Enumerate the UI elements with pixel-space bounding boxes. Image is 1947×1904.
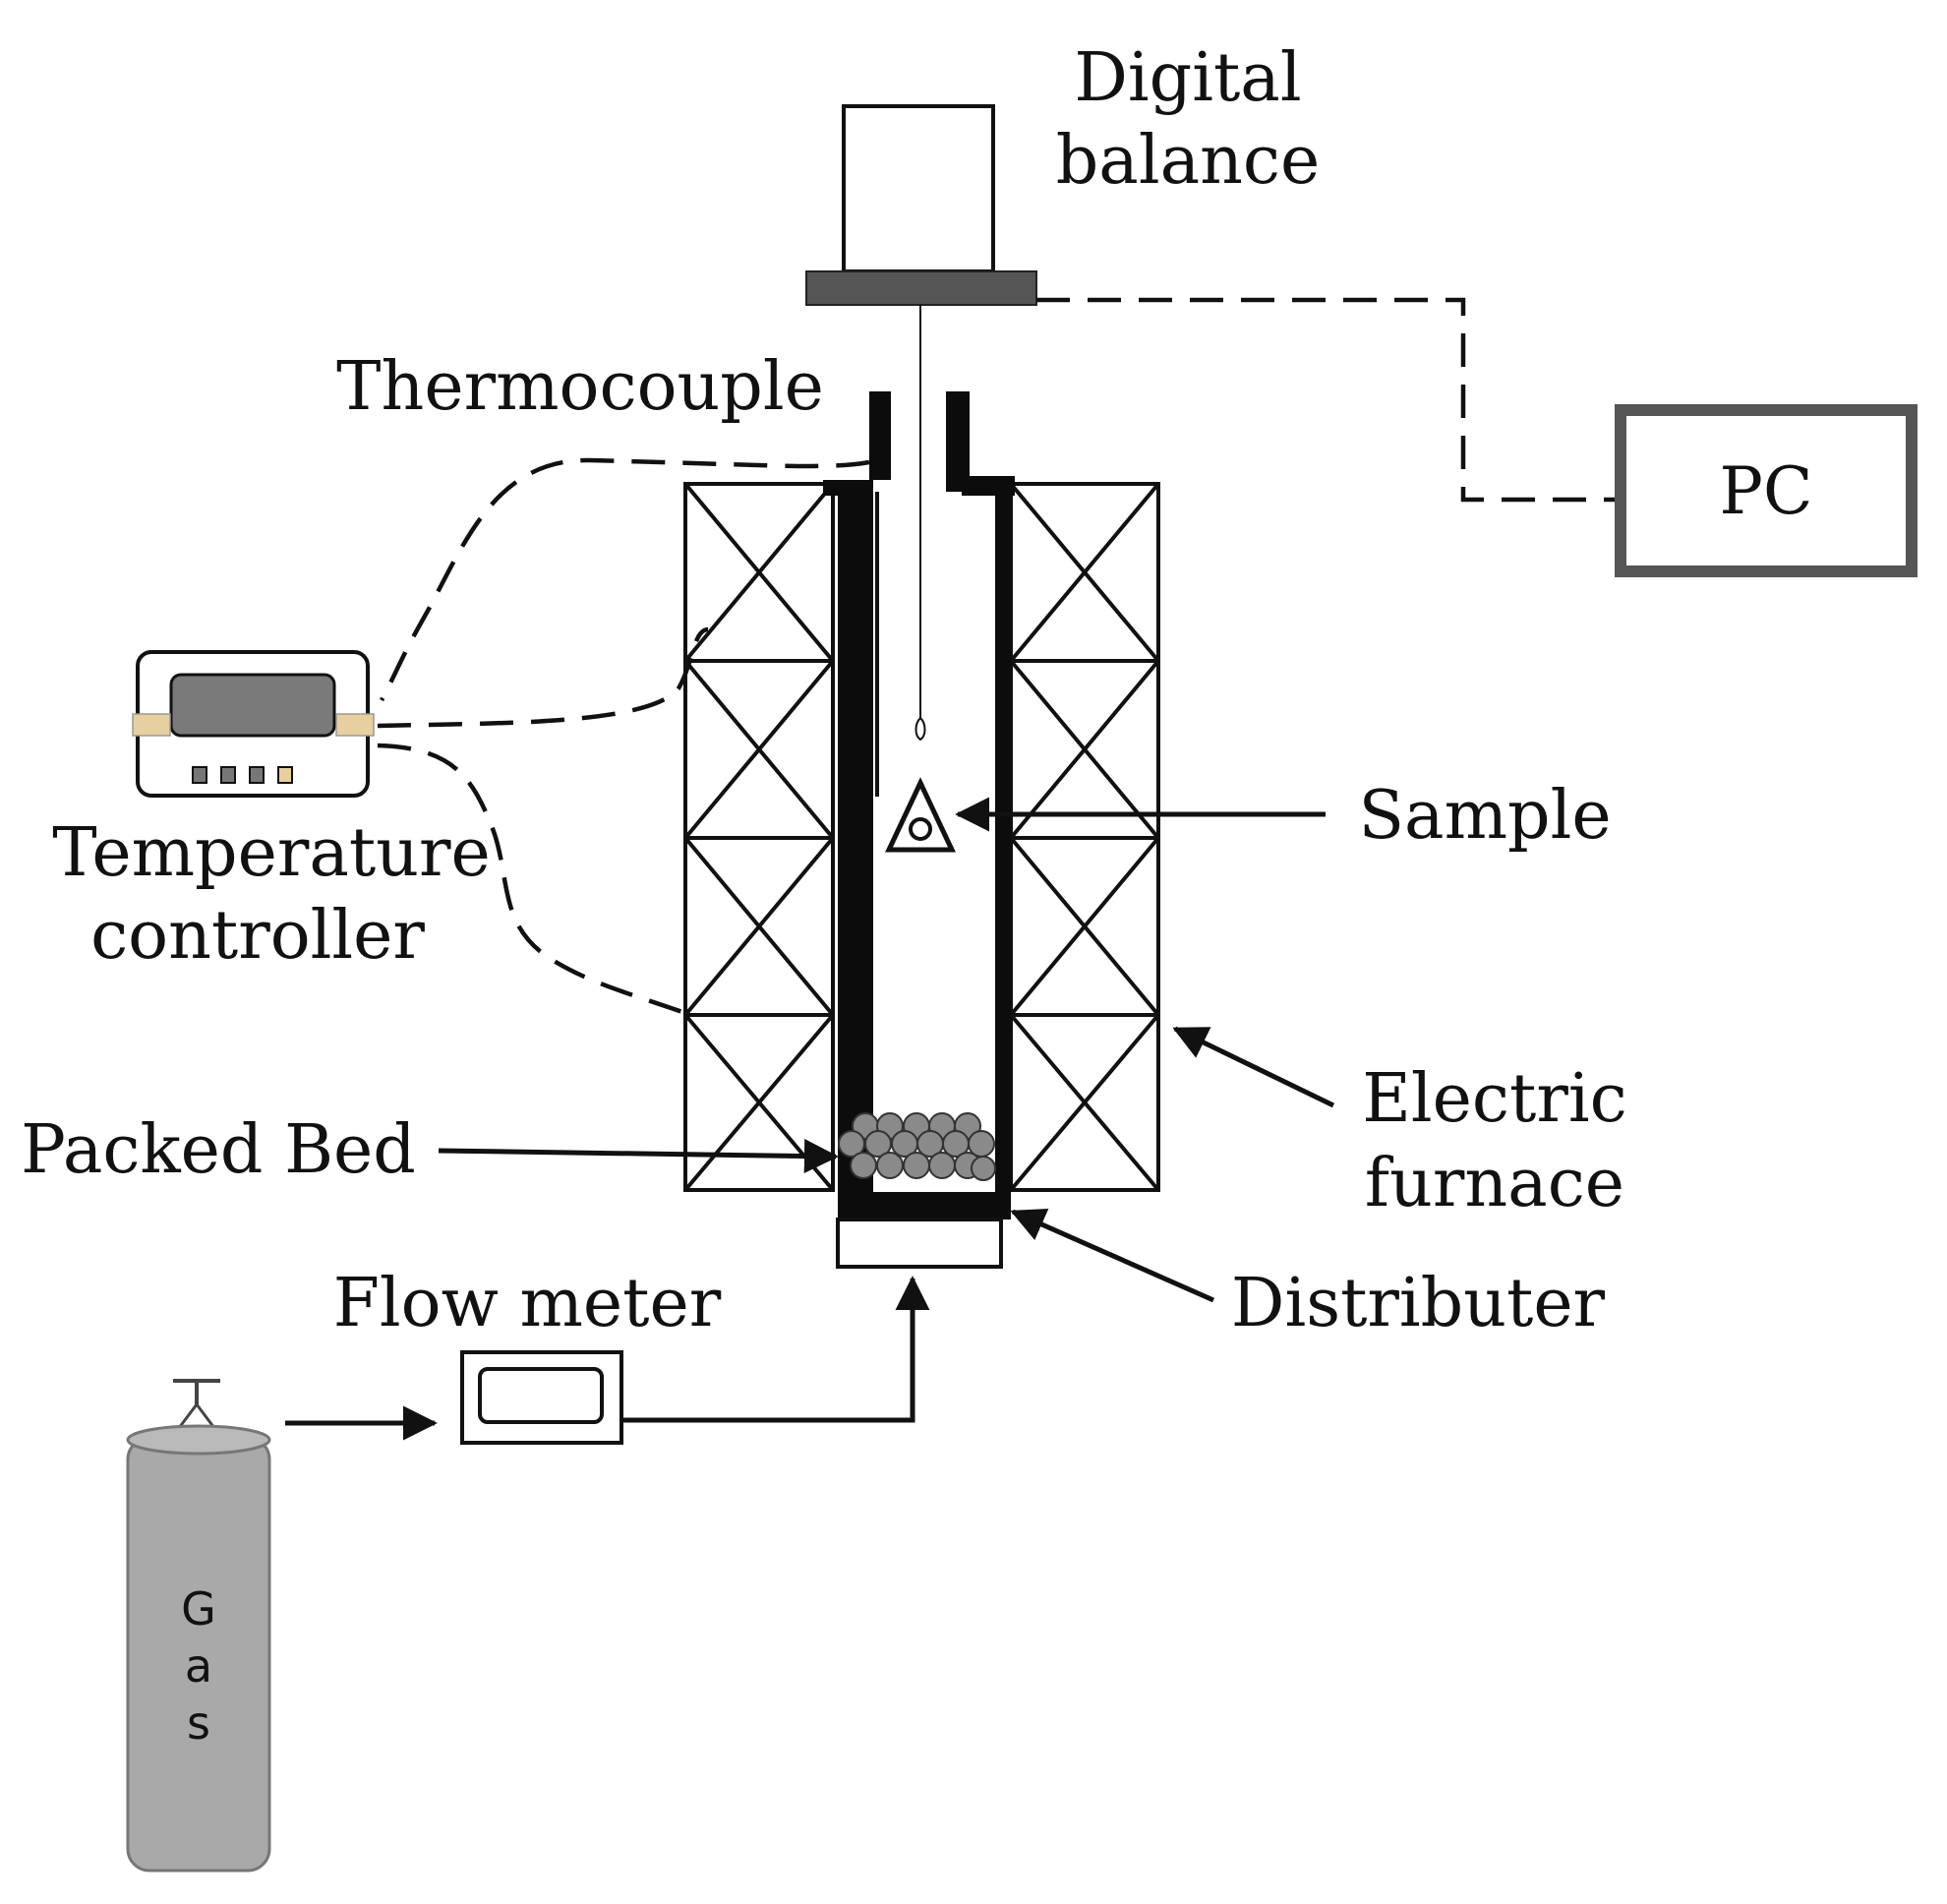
thermocouple-wire-mid — [377, 626, 709, 729]
balance-base — [805, 270, 1037, 306]
packed-bed-arrow — [438, 1139, 839, 1174]
thermocouple-wire-top — [380, 457, 870, 702]
thermocouple-label: Thermocouple — [336, 348, 824, 426]
distributer-arrow — [1010, 1208, 1215, 1303]
gas-label-letter-2: a — [185, 1639, 212, 1693]
flow-meter-label: Flow meter — [333, 1265, 722, 1342]
flow-meter — [460, 1350, 623, 1445]
digital-balance — [805, 104, 1037, 306]
electric-furnace-arrow — [1172, 1026, 1335, 1108]
gas-cylinder — [126, 1379, 271, 1873]
temperature-controller-label-line1: Temperature — [52, 814, 491, 892]
controller-port-right — [335, 713, 375, 737]
temperature-controller-label-line2: controller — [90, 897, 425, 975]
packed-bed — [838, 1112, 996, 1181]
digital-balance-label-line1: Digital — [1074, 39, 1301, 117]
packed-bed-label: Packed Bed — [21, 1111, 416, 1189]
temperature-controller — [132, 650, 375, 798]
electric-furnace-label-line2: furnace — [1365, 1145, 1624, 1222]
distributer-label: Distributer — [1231, 1265, 1606, 1342]
sample-basket — [885, 777, 956, 853]
pc-label: PC — [1720, 453, 1813, 529]
flow-meter-to-reactor-line — [621, 1276, 930, 1423]
controller-port-left — [132, 713, 171, 737]
wire-hook — [914, 717, 926, 742]
sample-label: Sample — [1358, 777, 1611, 855]
controller-display — [169, 673, 336, 738]
reactor-tube — [823, 391, 1015, 1269]
balance-pc-link — [1036, 297, 1621, 503]
electric-furnace-label-line1: Electric — [1362, 1060, 1626, 1138]
thermocouple-wire-bottom — [377, 743, 686, 1016]
digital-balance-label-line2: balance — [1056, 122, 1320, 200]
gas-label-letter-1: G — [181, 1582, 216, 1636]
gas-label-letter-3: s — [187, 1696, 210, 1750]
flow-meter-display — [478, 1367, 604, 1424]
pc-box — [1615, 404, 1918, 577]
